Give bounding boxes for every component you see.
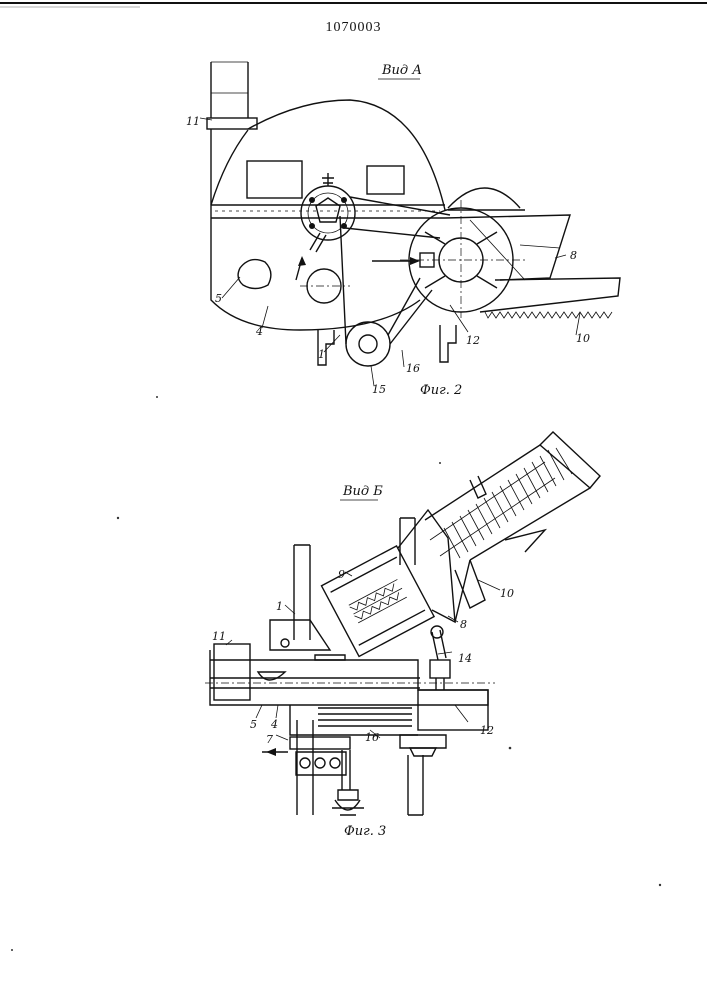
fig2-label-11: 11 [186,115,200,128]
fig2-label-8: 8 [570,249,577,262]
fig3-label-9: 9 [338,568,345,581]
figure-3: Вид Б [205,432,600,839]
fig3-label-14: 14 [458,652,472,665]
fig3-caption: Фиг. 3 [344,824,386,839]
fig3-label-12: 12 [480,724,494,737]
fig2-label-10: 10 [576,332,590,345]
fig2-label-15: 15 [372,383,386,396]
fig2-caption: Фиг. 2 [420,383,462,398]
figure-2: 11 5 4 1 15 16 12 10 8 Вид А Фиг. 2 [186,62,620,398]
fig3-label-10: 10 [500,587,514,600]
fig3-label-4: 4 [270,718,278,731]
fig2-view-label: Вид А [381,63,422,78]
fig3-label-16: 16 [365,731,379,744]
fig3-label-7: 7 [266,733,273,746]
fig3-view-label: Вид Б [342,484,383,499]
fig3-label-5: 5 [250,718,257,731]
fig2-label-5: 5 [215,292,222,305]
fig2-label-12: 12 [466,334,480,347]
fig3-label-11: 11 [212,630,226,643]
fig2-label-4: 4 [255,325,263,338]
fig2-label-16: 16 [406,362,420,375]
fig3-label-1: 1 [276,600,283,613]
fig3-label-8: 8 [460,618,467,631]
fig2-label-1: 1 [318,348,325,361]
